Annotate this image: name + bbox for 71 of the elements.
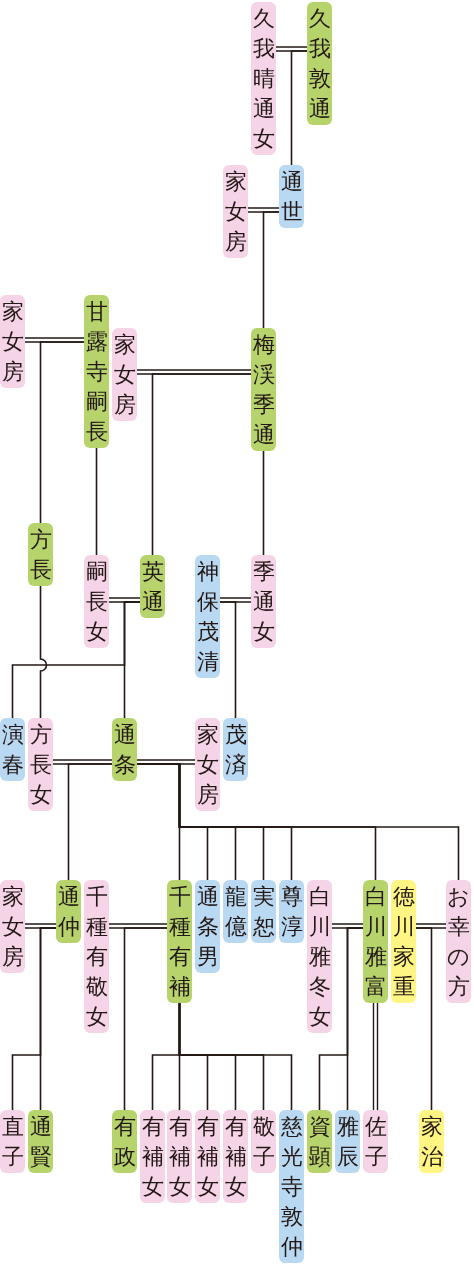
marriage-line: [24, 923, 57, 929]
person-name-tag: 千種有補: [167, 880, 192, 1003]
descent-line: [95, 447, 98, 556]
person-name-tag: 梅渓季通: [251, 328, 276, 451]
person-name-tag: 徳川家重: [391, 880, 416, 1003]
person-name-tag: 英通: [140, 555, 165, 618]
descent-line: [178, 1002, 293, 1111]
person-name-tag: 白川雅冬女: [307, 880, 332, 1033]
person-name-tag: 佐子: [363, 1110, 388, 1173]
marriage-line: [136, 759, 196, 765]
person-name-tag: 家女房: [112, 328, 137, 421]
person-name-tag: 千種有敬女: [84, 880, 109, 1033]
person-name-tag: 有補女: [195, 1110, 220, 1203]
descent-line: [290, 50, 308, 166]
person-name-tag: 家女房: [195, 718, 220, 811]
person-name-tag: 雅辰: [335, 1110, 360, 1173]
person-name-tag: 茂済: [223, 718, 248, 781]
descent-line: [219, 601, 237, 719]
marriage-line: [331, 923, 364, 929]
marriage-line: [247, 207, 280, 213]
person-name-tag: 久我晴通女: [251, 2, 276, 155]
person-name-tag: 通条: [112, 718, 137, 781]
person-name-tag: 演春: [0, 718, 25, 781]
descent-line: [39, 585, 48, 719]
person-name-tag: 敬子: [251, 1110, 276, 1173]
person-name-tag: 通賢: [28, 1110, 53, 1173]
person-name-tag: 季通女: [251, 555, 276, 648]
person-name-tag: 有補女: [167, 1110, 192, 1203]
person-name-tag: 直子: [0, 1110, 25, 1173]
person-name-tag: 方長: [28, 523, 53, 586]
descent-line: [262, 450, 265, 556]
person-name-tag: 尊淳: [279, 880, 304, 943]
descent-line: [39, 341, 85, 524]
descent-line: [67, 763, 113, 881]
descent-line: [39, 927, 57, 1111]
descent-line: [123, 927, 168, 1111]
marriage-line: [52, 759, 113, 765]
person-name-tag: 有補女: [140, 1110, 165, 1203]
person-name-tag: お幸の方: [446, 880, 471, 1003]
marriage-line: [136, 369, 252, 375]
person-name-tag: 久我敦通: [307, 2, 332, 125]
person-name-tag: 白川雅富: [363, 880, 388, 1003]
person-name-tag: 嗣長女: [84, 555, 109, 648]
person-name-tag: 家治: [419, 1110, 444, 1173]
person-name-tag: 神保茂清: [195, 555, 220, 678]
person-name-tag: 有補女: [223, 1110, 248, 1203]
person-name-tag: 通条男: [195, 880, 220, 973]
descent-double-line: [372, 1002, 379, 1111]
person-name-tag: 実恕: [251, 880, 276, 943]
marriage-line: [219, 597, 252, 603]
person-name-tag: 龍億: [223, 880, 248, 943]
person-name-tag: 家女房: [0, 880, 25, 973]
person-name-tag: 有政: [112, 1110, 137, 1173]
marriage-line: [24, 337, 85, 343]
person-name-tag: 甘露寺嗣長: [84, 295, 109, 448]
descent-line: [262, 211, 280, 329]
marriage-line: [415, 923, 447, 929]
person-name-tag: 資顕: [307, 1110, 332, 1173]
descent-line: [415, 927, 433, 1111]
person-name-tag: 通仲: [56, 880, 81, 943]
person-name-tag: 通世: [279, 165, 304, 228]
marriage-line: [108, 597, 141, 603]
person-name-tag: 慈光寺敦仲: [279, 1110, 304, 1263]
person-name-tag: 方長女: [28, 718, 53, 811]
descent-line: [346, 927, 364, 1111]
descent-line: [151, 373, 252, 556]
descent-line: [123, 601, 141, 719]
marriage-line: [275, 46, 308, 52]
marriage-line: [108, 923, 168, 929]
person-name-tag: 家女房: [0, 295, 25, 388]
person-name-tag: 家女房: [223, 165, 248, 258]
